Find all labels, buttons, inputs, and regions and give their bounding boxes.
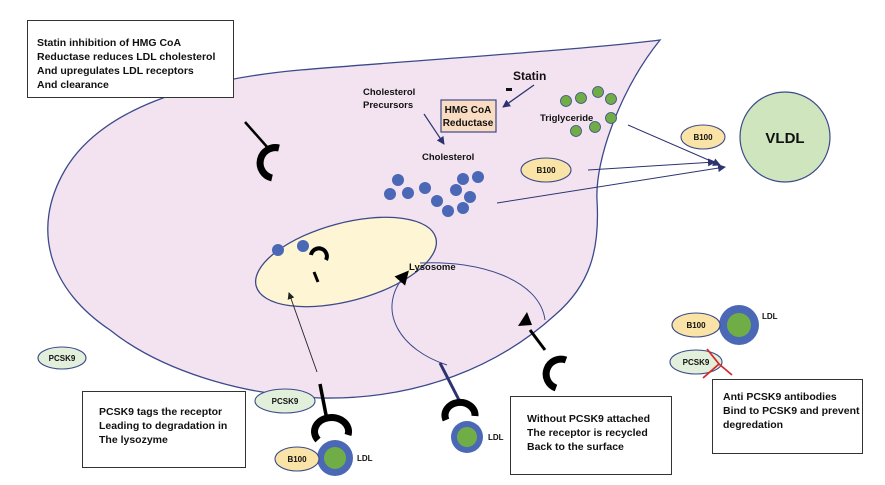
pcsk9-tags-note-box: PCSK9 tags the receptor Leading to degra… [82, 391, 246, 468]
recycled-note-box: Without PCSK9 attached The receptor is r… [510, 396, 672, 475]
recycled-note-line: The receptor is recycled [527, 427, 648, 439]
b100-ldl-left-label: B100 [287, 455, 307, 464]
hmg-coa-reductase-box [440, 99, 497, 133]
statin-note-line: And clearance [37, 79, 109, 91]
ldl-label-middle: LDL [488, 433, 504, 442]
vldl-particle [739, 91, 831, 183]
statin-note-box: Statin inhibition of HMG CoA Reductase r… [27, 20, 234, 98]
antibody-note-line: degredation [723, 419, 784, 431]
cholesterol-on-lysosome [272, 240, 309, 256]
recycle-return-path [391, 270, 448, 366]
recycled-note-line: Back to the surface [527, 441, 624, 453]
hepatocyte-cell [47, 39, 662, 399]
antibody-note-line: Bind to PCSK9 and prevent [723, 405, 860, 417]
statin-label: Statin [513, 69, 546, 83]
degradation-arrow [287, 292, 318, 373]
inhibit-minus-icon [506, 88, 512, 91]
pcsk9-antibody-bound [669, 349, 723, 375]
statin-note-line: Statin inhibition of HMG CoA [37, 37, 182, 49]
statin-note-line: And upregulates LDL receptors [37, 65, 194, 77]
recycling-loop-path [419, 262, 546, 321]
pcsk9-free-label: PCSK9 [49, 354, 76, 363]
pcsk9-free [37, 346, 87, 370]
pcsk9-bound [254, 388, 316, 414]
cholesterol-particles [384, 171, 484, 217]
ldl-receptor-intracellular [244, 121, 280, 182]
degraded-receptor-icon [309, 246, 329, 283]
precursors-label-2: Precursors [363, 100, 413, 111]
b100-intracellular [520, 157, 572, 183]
lysosome [254, 216, 438, 308]
precursors-label-1: Cholesterol [363, 87, 415, 98]
triglyceride-label: Triglyceride [540, 113, 593, 124]
pcsk9-tags-note-line: The lysozyme [99, 434, 168, 446]
ldl-particle-right [719, 305, 759, 345]
pcsk9-tags-note-line: PCSK9 tags the receptor [99, 406, 223, 418]
b100-label: B100 [536, 166, 556, 175]
ldl-receptor-bound-middle [438, 362, 479, 422]
ldl-particle-middle [451, 421, 483, 453]
b100-on-vldl [680, 124, 726, 150]
b100-on-ldl-left [274, 446, 320, 472]
receptor-cup-left [311, 414, 352, 443]
antibody-note-line: Anti PCSK9 antibodies [723, 391, 837, 403]
triglyceride-to-vldl-arrow [627, 124, 721, 166]
b100-on-ldl-right [671, 312, 721, 338]
lysosome-label: Lysosome [409, 262, 456, 273]
pcsk9-tags-note-line: Leading to degradation in [99, 420, 228, 432]
recycled-note-line: Without PCSK9 attached [527, 413, 650, 425]
b100-to-vldl-arrow [587, 158, 716, 171]
hmg-label-1: HMG CoA [445, 105, 492, 116]
precursor-arrow [423, 113, 445, 145]
statin-note-line: Reductase reduces LDL cholesterol [37, 51, 216, 63]
ldl-label-left: LDL [357, 454, 373, 463]
ldl-particle-left [317, 440, 353, 476]
hmg-label-2: Reductase [443, 118, 494, 129]
cholesterol-to-vldl-arrow [496, 164, 726, 204]
triglyceride-particles [560, 86, 617, 137]
antibody-icon [702, 348, 733, 379]
pcsk9-antibody-label: PCSK9 [683, 358, 710, 367]
pcsk9-bound-label: PCSK9 [272, 397, 299, 406]
vldl-label: VLDL [765, 130, 804, 147]
ldl-label-right: LDL [762, 312, 778, 321]
b100-ldl-right-label: B100 [686, 321, 706, 330]
statin-arrow [502, 84, 535, 108]
ldl-receptor-recycled [518, 312, 568, 392]
cholesterol-label: Cholesterol [422, 152, 474, 163]
ldl-receptor-pcsk9-bound [318, 383, 329, 421]
antibody-note-box: Anti PCSK9 antibodies Bind to PCSK9 and … [712, 379, 863, 454]
b100-vldl-label: B100 [693, 133, 713, 142]
